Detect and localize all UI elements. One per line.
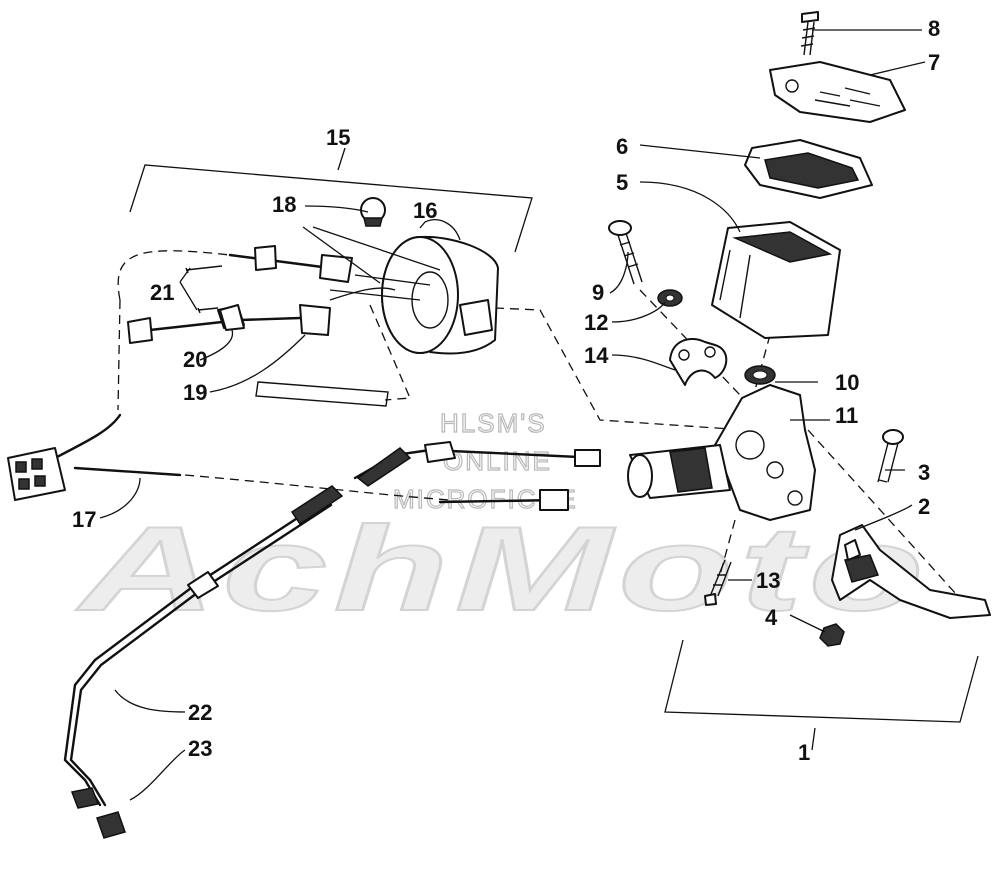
callout-22: 22 (188, 700, 212, 725)
wire-harness (53, 245, 389, 477)
part-23-fittings (70, 787, 126, 839)
part-4-nut (819, 623, 845, 647)
watermark-logo: AchMoto (75, 502, 930, 636)
watermark-line-1: HLSM'S (440, 408, 547, 438)
part-22-brake-line (63, 485, 344, 807)
callout-21: 21 (150, 280, 174, 305)
part-10-o-ring (744, 365, 776, 385)
callout-18: 18 (272, 192, 296, 217)
callout-13: 13 (756, 568, 780, 593)
bracket-group-15 (129, 164, 533, 253)
callout-11: 11 (835, 403, 858, 428)
callout-3: 3 (918, 460, 930, 485)
callout-12: 12 (584, 310, 608, 335)
callout-6: 6 (616, 134, 628, 159)
callout-14: 14 (584, 343, 609, 368)
callout-1: 1 (798, 740, 810, 765)
part-18-bulb (360, 197, 386, 227)
part-14-clamp (669, 338, 728, 386)
part-7-cover-plate (769, 61, 906, 123)
part-6-gasket (744, 139, 873, 199)
part-12-washer (657, 289, 683, 307)
callout-5: 5 (616, 170, 628, 195)
callout-8: 8 (928, 16, 940, 41)
part-11-master-cylinder (627, 384, 816, 521)
callout-9: 9 (592, 280, 604, 305)
part-8-screw (800, 11, 819, 56)
part-3-bolt (877, 429, 904, 483)
throttle-cable (438, 489, 569, 511)
bracket-group-1 (664, 639, 979, 723)
callout-17: 17 (72, 507, 96, 532)
brake-cable (353, 441, 602, 487)
part-16-switch-housing (381, 235, 499, 355)
callout-7: 7 (928, 50, 940, 75)
callout-23: 23 (188, 736, 212, 761)
leader-lines (99, 29, 926, 801)
callout-4: 4 (765, 605, 778, 630)
part-9-bolt (608, 220, 643, 285)
part-5-reservoir (711, 221, 841, 339)
callout-19: 19 (183, 380, 207, 405)
callout-16: 16 (413, 198, 437, 223)
part-21-screws (185, 265, 223, 314)
part-2-lever (831, 524, 991, 619)
callout-2: 2 (918, 494, 930, 519)
callout-20: 20 (183, 347, 207, 372)
part-20-terminal (219, 304, 245, 331)
watermark: AchMoto HLSM'S ONLINE MICROFICHE (74, 407, 930, 637)
part-17-connector (7, 447, 66, 501)
part-13-screw (704, 559, 732, 606)
group-brackets (129, 164, 979, 723)
callouts: 1 2 3 4 5 6 7 8 9 10 11 12 13 14 15 16 1… (72, 16, 940, 765)
callout-15: 15 (326, 125, 350, 150)
callout-10: 10 (835, 370, 859, 395)
watermark-line-2: ONLINE (443, 446, 552, 476)
